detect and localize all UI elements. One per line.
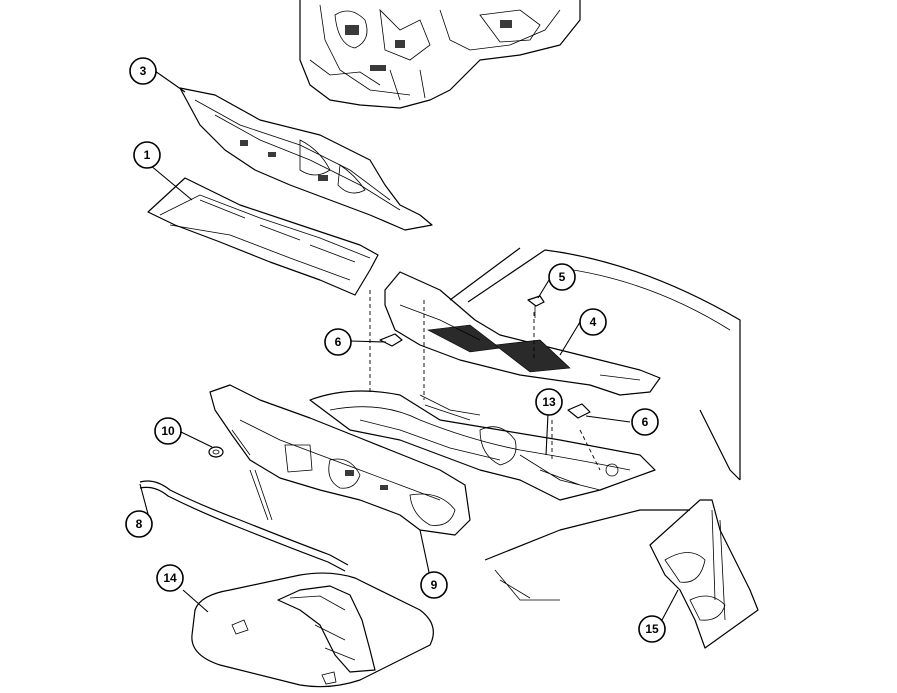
callout-10: 10 [154,417,182,445]
callout-3: 3 [129,57,157,85]
svg-text:4: 4 [590,315,597,329]
part-4-cowl-grille [384,271,661,396]
callout-5: 5 [548,263,576,291]
callout-14: 14 [156,564,184,592]
svg-text:5: 5 [559,270,566,284]
svg-text:9: 9 [431,578,438,592]
svg-text:6: 6 [335,335,342,349]
callout-6a: 6 [324,328,352,356]
callout-13: 13 [535,388,563,416]
part-8-weatherstrip [139,480,349,572]
engine-bay-assembly-illustration [299,0,581,109]
callout-1: 1 [133,141,161,169]
callout-9: 9 [420,571,448,599]
part-6-clip-left [379,333,403,347]
front-fender-illustration [484,509,690,601]
svg-text:1: 1 [144,148,151,162]
svg-text:8: 8 [136,517,143,531]
svg-text:14: 14 [163,571,177,585]
svg-text:3: 3 [140,64,147,78]
svg-text:13: 13 [542,395,556,409]
callout-15: 15 [638,615,666,643]
svg-text:15: 15 [645,622,659,636]
part-5-push-pin [527,295,545,318]
part-10-grommet [208,446,224,458]
part-3-dash-silencer [179,87,433,231]
svg-text:10: 10 [161,424,175,438]
leader-lines [139,70,679,621]
part-15-fender-pillar [649,499,759,649]
callout-4: 4 [579,308,607,336]
plenum-wiring-illustration [309,290,656,501]
part-14-insulator-pad [191,572,434,688]
svg-text:6: 6 [642,415,649,429]
part-9-dash-panel [209,384,471,536]
part-6-clip-right [567,403,591,419]
hood-illustration [449,247,741,481]
part-1-cowl-panel [147,177,379,296]
callout-6b: 6 [631,408,659,436]
callout-8: 8 [125,510,153,538]
